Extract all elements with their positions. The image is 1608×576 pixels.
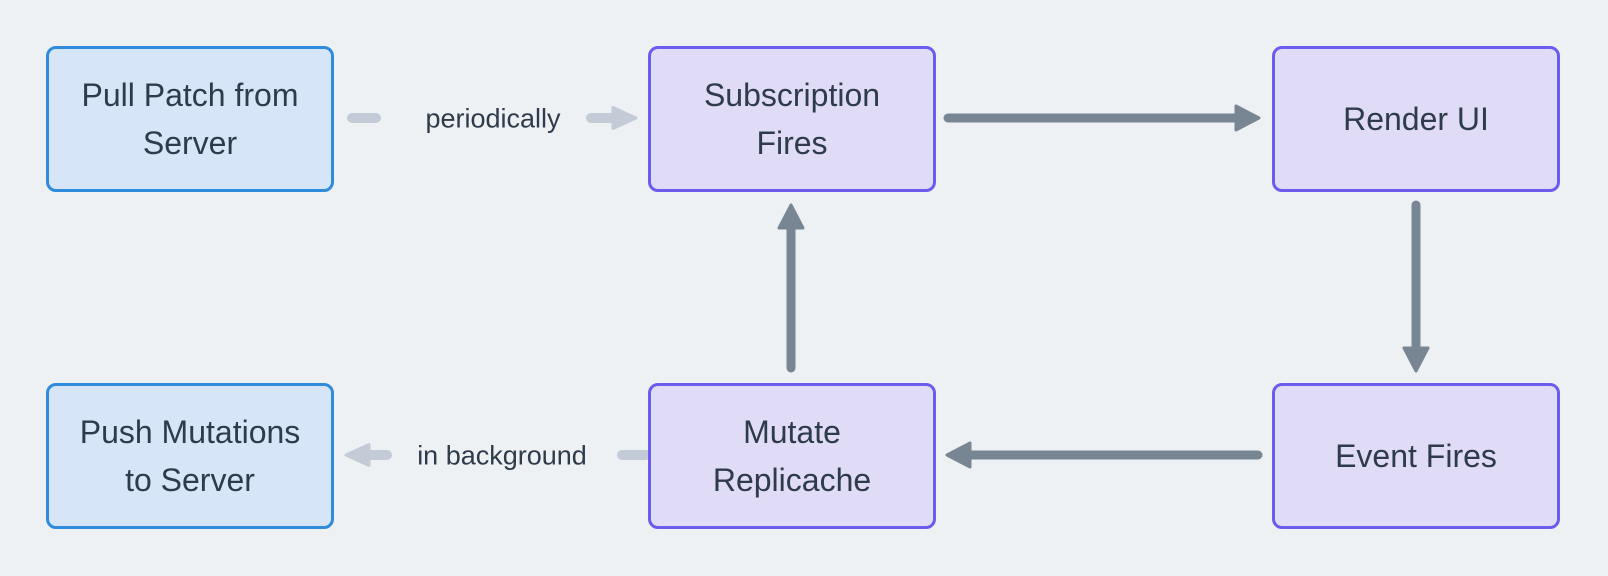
- edge-pull-patch-to-subscription: [347, 106, 638, 130]
- node-subscription-fires: Subscription Fires: [648, 46, 936, 192]
- node-event-fires: Event Fires: [1272, 383, 1560, 529]
- edge-label-in-background: in background: [417, 440, 587, 471]
- node-pull-patch-from-server: Pull Patch from Server: [46, 46, 334, 192]
- arrowhead-right-icon: [1234, 104, 1261, 132]
- node-render-ui: Render UI: [1272, 46, 1560, 192]
- arrowhead-left-icon: [945, 441, 972, 469]
- node-label: Push Mutations to Server: [79, 414, 301, 498]
- edge-render-to-event: [1402, 200, 1430, 373]
- node-label: Mutate Replicache: [712, 414, 872, 498]
- arrowhead-right-icon: [611, 106, 638, 130]
- edge-event-to-mutate: [945, 441, 1263, 469]
- node-push-mutations-to-server: Push Mutations to Server: [46, 383, 334, 529]
- arrowhead-up-icon: [777, 203, 805, 230]
- edge-mutate-to-subscription: [777, 203, 805, 373]
- node-label: Subscription Fires: [703, 77, 881, 161]
- edge-label-periodically: periodically: [425, 103, 561, 134]
- node-label: Event Fires: [1335, 438, 1497, 474]
- arrowhead-down-icon: [1402, 346, 1430, 373]
- edge-subscription-to-render: [943, 104, 1261, 132]
- node-label: Render UI: [1343, 101, 1489, 137]
- node-label: Pull Patch from Server: [81, 77, 299, 161]
- edge-mutate-to-push: [344, 443, 651, 467]
- node-mutate-replicache: Mutate Replicache: [648, 383, 936, 529]
